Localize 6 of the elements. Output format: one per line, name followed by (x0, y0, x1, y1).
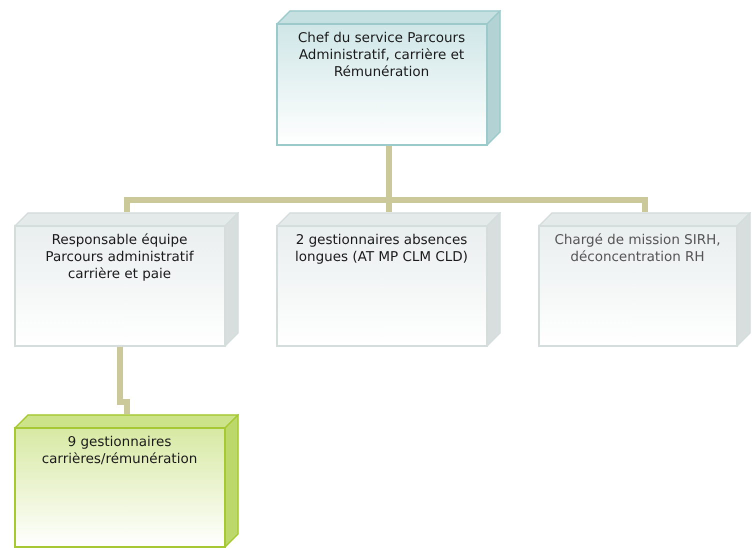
connector-line (117, 347, 130, 414)
box-title: Chef du service Parcours Administratif, carrière et Rémunération (296, 30, 466, 81)
box-title: 9 gestionnaires carrières/rémunération (40, 434, 198, 468)
box-title: Responsable équipe Parcours administratif carrière et paie (44, 232, 195, 283)
box-title: 2 gestionnaires absences longues (AT MP CLM CLD) (294, 232, 469, 266)
box-title: Chargé de mission SIRH, déconcentration RH (553, 232, 722, 266)
